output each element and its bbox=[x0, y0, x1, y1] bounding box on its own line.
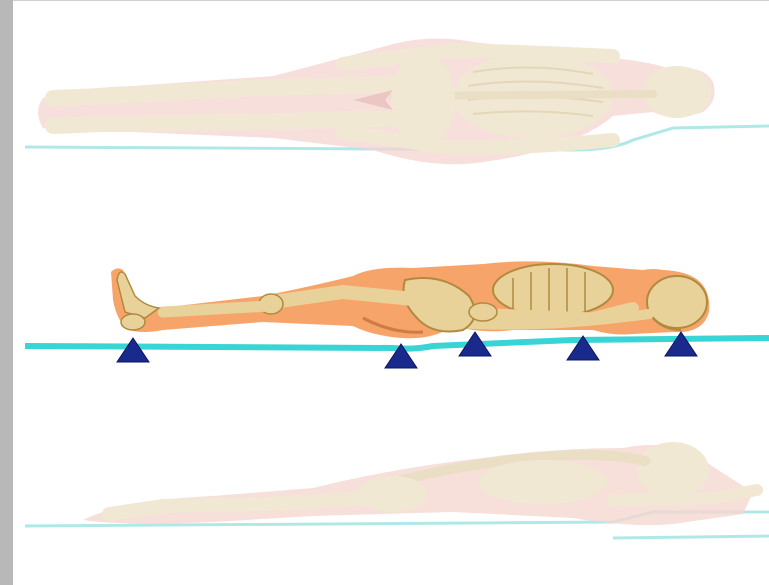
support-point-occiput bbox=[665, 332, 697, 356]
faded-skull-bottom bbox=[637, 442, 709, 498]
faded-surface-line-lower bbox=[613, 536, 769, 538]
left-side-bar bbox=[0, 0, 13, 585]
forearm bbox=[493, 314, 593, 318]
faded-pelvis-top bbox=[391, 54, 455, 146]
ribcage bbox=[493, 264, 613, 316]
faded-ribcage-bottom bbox=[479, 460, 607, 504]
panel-prone-side-view bbox=[25, 442, 769, 538]
shin bbox=[163, 306, 269, 312]
body-posture-diagram bbox=[13, 0, 769, 585]
panel-supine-top-view bbox=[25, 38, 769, 164]
heel bbox=[121, 314, 145, 330]
faded-leg-lower-top bbox=[53, 118, 403, 126]
support-point-heel bbox=[117, 338, 149, 362]
hand bbox=[469, 303, 497, 321]
panel-supine-side-view bbox=[25, 261, 769, 368]
